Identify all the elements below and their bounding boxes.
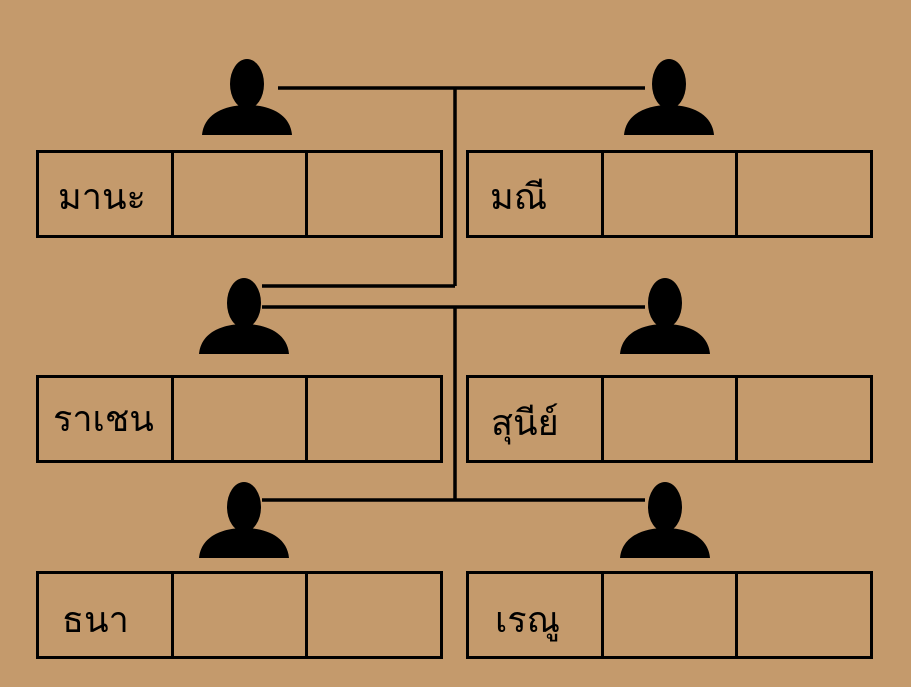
- father-name-box: [36, 375, 443, 463]
- mother-name-box: [466, 375, 873, 463]
- person-silhouette-icon: [624, 59, 714, 135]
- son-name: ธนา: [62, 600, 129, 641]
- grandmother-name: มณี: [490, 177, 548, 218]
- person-silhouette-icon: [620, 278, 710, 354]
- daughter-name: เรณู: [495, 600, 561, 641]
- name-cell: [469, 378, 604, 460]
- father-name: ราเชน: [53, 399, 154, 440]
- blank-cell: [738, 574, 870, 656]
- person-silhouette-icon: [199, 482, 289, 558]
- person-silhouette-icon: [199, 278, 289, 354]
- grandmother-name-box: [466, 150, 873, 238]
- grandfather-name-box: [36, 150, 443, 238]
- person-silhouette-icon: [202, 59, 292, 135]
- son-name-box: [36, 571, 443, 659]
- blank-cell: [308, 378, 440, 460]
- blank-cell: [738, 378, 870, 460]
- daughter-name-box: [466, 571, 873, 659]
- name-cell: [39, 153, 174, 235]
- person-silhouette-icon: [620, 482, 710, 558]
- blank-cell: [174, 574, 309, 656]
- blank-cell: [604, 574, 739, 656]
- blank-cell: [174, 378, 309, 460]
- blank-cell: [308, 153, 440, 235]
- name-cell: [469, 574, 604, 656]
- blank-cell: [604, 378, 739, 460]
- mother-name: สุนีย์: [491, 403, 559, 444]
- blank-cell: [738, 153, 870, 235]
- blank-cell: [308, 574, 440, 656]
- name-cell: [39, 378, 174, 460]
- blank-cell: [604, 153, 739, 235]
- name-cell: [39, 574, 174, 656]
- name-cell: [469, 153, 604, 235]
- grandfather-name: มานะ: [58, 177, 146, 218]
- blank-cell: [174, 153, 309, 235]
